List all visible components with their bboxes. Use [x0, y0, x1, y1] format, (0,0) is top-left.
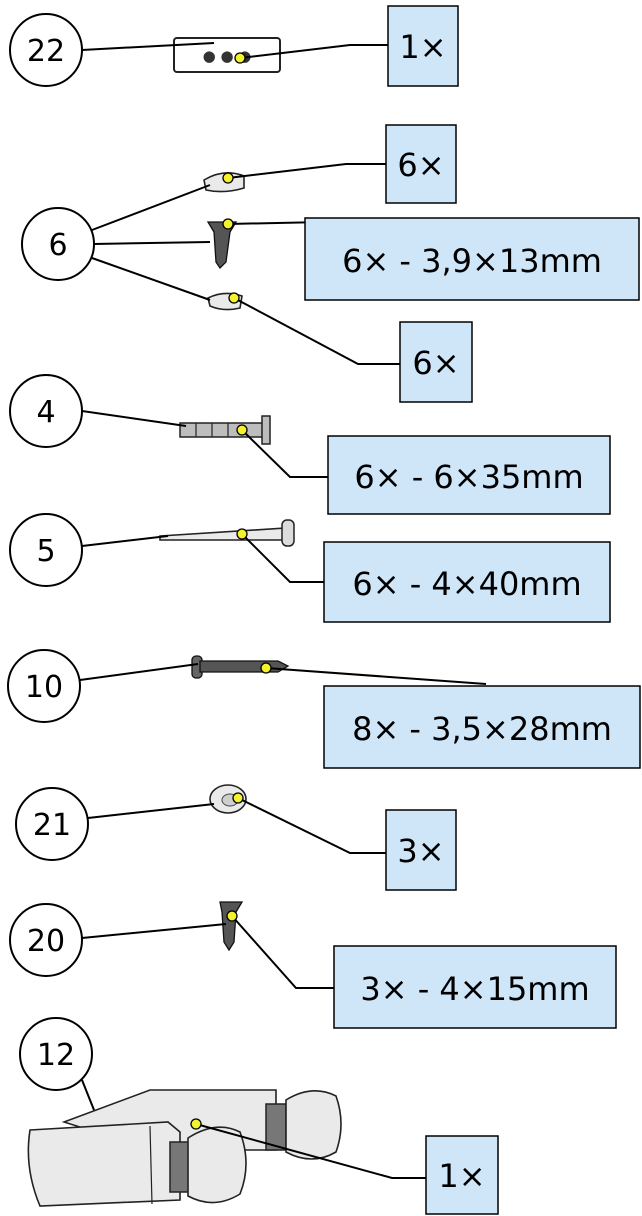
- quantity-box: [327, 435, 611, 515]
- part-number: 21: [33, 808, 71, 843]
- part-number-circle: [15, 787, 89, 861]
- callout-22: 22 ● ● ● 1×: [9, 5, 459, 87]
- quantity-label: 6× - 3,9×13mm: [342, 242, 602, 280]
- quantity-label: 6× - 6×35mm: [354, 458, 583, 496]
- part-number-circle: [7, 649, 81, 723]
- part-number-circle: [9, 903, 83, 977]
- part-number: 10: [25, 670, 63, 705]
- part-number: 12: [37, 1038, 75, 1073]
- quantity-label: 8× - 3,5×28mm: [352, 710, 612, 748]
- callout-5: 5 6× - 4×40mm: [9, 513, 611, 623]
- quantity-label: 6×: [397, 146, 444, 184]
- callout-10: 10 8× - 3,5×28mm: [7, 649, 641, 769]
- part-number: 5: [36, 534, 55, 569]
- quantity-box: [333, 945, 617, 1029]
- quantity-label: 6× - 4×40mm: [352, 565, 581, 603]
- quantity-box: [323, 685, 641, 769]
- part-number-circle: [19, 1017, 93, 1091]
- part-number: 22: [27, 34, 65, 69]
- brand-plate-icon: ● ● ●: [173, 37, 281, 73]
- quantity-label: 1×: [438, 1157, 485, 1195]
- part-number: 20: [27, 924, 65, 959]
- callout-6: 6 6× 6× - 3,9×13mm 6×: [21, 124, 640, 403]
- quantity-box: [425, 1135, 499, 1215]
- quantity-box: [385, 124, 457, 204]
- screw-icon: [219, 901, 244, 952]
- quantity-box: [399, 321, 473, 403]
- quantity-box: [387, 5, 459, 87]
- screw-icon: [206, 221, 238, 270]
- quantity-label: 6×: [412, 344, 459, 382]
- callout-4: 4 6× - 6×35mm: [9, 374, 611, 515]
- part-number: 6: [48, 228, 67, 263]
- part-number: 4: [36, 395, 55, 430]
- bar-holder-icon: [27, 1089, 342, 1207]
- quantity-box: [385, 809, 457, 891]
- screw-icon: [191, 655, 290, 679]
- wall-plug-icon: [179, 415, 271, 445]
- quantity-label: 1×: [399, 28, 446, 66]
- callout-21: 21 3×: [15, 784, 457, 891]
- callout-12: 12 1×: [19, 1017, 499, 1215]
- quantity-label: 3×: [397, 832, 444, 870]
- callout-20: 20 3× - 4×15mm: [9, 901, 617, 1029]
- part-number-circle: [9, 513, 83, 587]
- quantity-label: 3× - 4×15mm: [360, 970, 589, 1008]
- screw-icon: [159, 519, 295, 547]
- quantity-box: [323, 541, 611, 623]
- quantity-box: [304, 217, 640, 301]
